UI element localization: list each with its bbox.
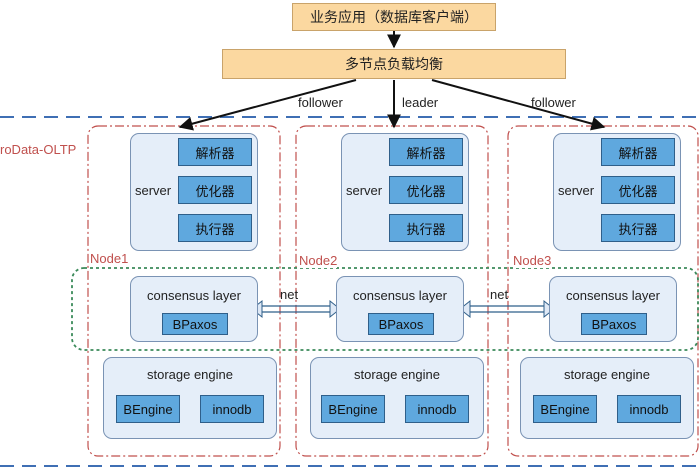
node1-executor-module: 执行器 xyxy=(178,214,252,242)
node2-server-label: server xyxy=(346,183,383,198)
cluster-label: roData-OLTP xyxy=(0,142,77,157)
node2-parser-module: 解析器 xyxy=(389,138,463,166)
node3-label: Node3 xyxy=(513,253,552,268)
load-balancer-label: 多节点负载均衡 xyxy=(345,57,443,73)
load-balancer-box: 多节点负载均衡 xyxy=(222,49,566,79)
node3-storage-label: storage engine xyxy=(563,367,650,382)
node1-innodb-module: innodb xyxy=(200,395,264,423)
node1-bengine-module: BEngine xyxy=(116,395,180,423)
node1-consensus-panel: consensus layer BPaxos xyxy=(130,276,258,342)
node2-storage-label: storage engine xyxy=(353,367,440,382)
node3-executor-module: 执行器 xyxy=(601,214,675,242)
arrow-label-center: leader xyxy=(402,95,439,110)
arrow-lb-to-node1 xyxy=(178,79,357,131)
net-label-1: net xyxy=(280,287,299,302)
app-client-box: 业务应用（数据库客户端） xyxy=(292,3,496,31)
arrow-lb-to-node3 xyxy=(431,79,606,131)
node2-label: Node2 xyxy=(299,253,338,268)
node2-consensus-panel: consensus layer BPaxos xyxy=(336,276,464,342)
node3-storage-panel: storage engine BEngine innodb xyxy=(520,357,694,439)
node2-consensus-label: consensus layer xyxy=(353,288,447,303)
node1-bpaxos-module: BPaxos xyxy=(162,313,228,335)
node1-label: Node1 xyxy=(90,251,129,266)
node3-innodb-module: innodb xyxy=(617,395,681,423)
node3-bpaxos-module: BPaxos xyxy=(581,313,647,335)
node1-storage-label: storage engine xyxy=(146,367,233,382)
node2-innodb-module: innodb xyxy=(405,395,469,423)
node2-optimizer-module: 优化器 xyxy=(389,176,463,204)
net-label-2: net xyxy=(490,287,509,302)
node3-consensus-label: consensus layer xyxy=(566,288,660,303)
node2-executor-module: 执行器 xyxy=(389,214,463,242)
node2-storage-panel: storage engine BEngine innodb xyxy=(310,357,484,439)
node1-optimizer-module: 优化器 xyxy=(178,176,252,204)
node1-storage-panel: storage engine BEngine innodb xyxy=(103,357,277,439)
node3-server-label: server xyxy=(558,183,595,198)
node1-parser-module: 解析器 xyxy=(178,138,252,166)
arrow-label-left: follower xyxy=(298,95,343,110)
arrow-label-right: follower xyxy=(531,95,576,110)
node3-optimizer-module: 优化器 xyxy=(601,176,675,204)
app-client-label: 业务应用（数据库客户端） xyxy=(310,10,478,26)
node1-server-label: server xyxy=(135,183,172,198)
node3-parser-module: 解析器 xyxy=(601,138,675,166)
node3-bengine-module: BEngine xyxy=(533,395,597,423)
node2-bpaxos-module: BPaxos xyxy=(368,313,434,335)
node2-bengine-module: BEngine xyxy=(321,395,385,423)
consensus-layer-border xyxy=(71,267,699,351)
node1-consensus-label: consensus layer xyxy=(147,288,241,303)
net-link-2 xyxy=(459,299,555,319)
node3-consensus-panel: consensus layer BPaxos xyxy=(549,276,677,342)
